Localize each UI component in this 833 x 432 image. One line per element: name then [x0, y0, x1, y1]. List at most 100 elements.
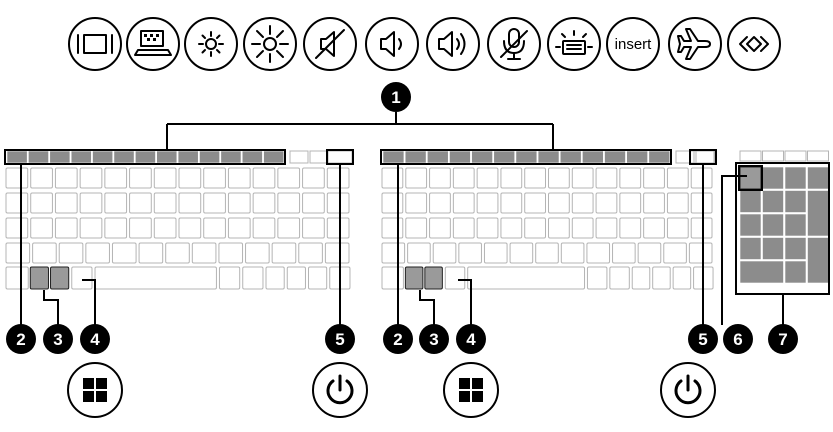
key	[277, 167, 301, 189]
key	[690, 192, 713, 214]
function-key	[559, 150, 582, 164]
key	[242, 266, 264, 290]
key	[302, 167, 325, 189]
callout-leaders	[20, 164, 784, 325]
key	[309, 150, 329, 164]
key	[302, 192, 325, 214]
key	[432, 242, 457, 264]
function-key	[515, 150, 538, 164]
key	[535, 242, 559, 264]
key	[71, 266, 93, 290]
key	[252, 192, 276, 214]
key	[138, 242, 164, 264]
key	[643, 167, 665, 189]
key	[467, 266, 586, 290]
svg-text:5: 5	[335, 330, 344, 349]
function-key	[6, 150, 28, 164]
key	[178, 167, 202, 189]
function-key	[113, 150, 135, 164]
key	[663, 242, 687, 264]
key	[104, 217, 128, 239]
brightness-up-icon	[243, 17, 297, 71]
key	[483, 242, 508, 264]
key	[153, 167, 177, 189]
screen-switch-icon	[68, 17, 122, 71]
key	[784, 150, 807, 162]
key	[30, 217, 53, 239]
key	[79, 192, 103, 214]
highlighted-key	[50, 266, 70, 290]
key	[277, 217, 301, 239]
callout-1: 1	[381, 82, 411, 112]
svg-text:3: 3	[53, 330, 62, 349]
frame-left-fkeys	[4, 149, 286, 165]
callout-3-right: 3	[419, 324, 449, 354]
key	[675, 150, 695, 164]
key	[586, 266, 608, 290]
numpad-key	[739, 190, 762, 213]
mic-mute-icon	[487, 17, 541, 71]
function-key	[199, 150, 220, 164]
function-key	[427, 150, 449, 164]
key	[5, 217, 29, 239]
key	[326, 192, 350, 214]
function-key	[241, 150, 263, 164]
function-key	[471, 150, 493, 164]
function-key	[404, 150, 427, 164]
key	[444, 266, 466, 290]
key	[619, 217, 642, 239]
key	[381, 242, 406, 264]
volume-down-icon	[365, 17, 419, 71]
key	[637, 242, 662, 264]
numpad-key	[762, 190, 784, 213]
keyboard-right	[381, 150, 716, 290]
key	[227, 167, 251, 189]
key	[500, 217, 523, 239]
numpad-key	[739, 237, 762, 260]
callout-4-left: 4	[80, 324, 110, 354]
function-key	[220, 150, 242, 164]
key	[245, 242, 270, 264]
highlighted-key	[424, 266, 443, 290]
key	[548, 192, 570, 214]
key	[429, 192, 451, 214]
key	[85, 242, 110, 264]
diamond-arrows-icon	[727, 17, 781, 71]
key	[165, 242, 190, 264]
key	[203, 167, 226, 189]
highlighted-key	[29, 266, 49, 290]
key	[500, 192, 523, 214]
function-key	[156, 150, 178, 164]
key	[277, 192, 301, 214]
key	[271, 242, 297, 264]
key	[452, 192, 475, 214]
insert-key-icon: insert	[606, 17, 660, 71]
svg-text:6: 6	[733, 330, 742, 349]
svg-text:4: 4	[466, 330, 476, 349]
key	[252, 167, 276, 189]
numpad-key	[807, 237, 829, 284]
key	[500, 167, 523, 189]
bottom-icon-row	[67, 362, 716, 418]
numpad-key	[784, 260, 807, 284]
numpad-key	[739, 260, 784, 284]
numpad-key	[762, 213, 784, 237]
callout-3-left: 3	[43, 324, 73, 354]
key	[5, 266, 29, 290]
key	[807, 150, 829, 162]
function-key	[263, 150, 285, 164]
key	[218, 266, 241, 290]
numpad-key	[784, 190, 807, 213]
power-icon	[312, 362, 368, 418]
key	[476, 217, 499, 239]
callout-badges: 2 3 4 5 2 3 4 5 6 7	[6, 324, 798, 354]
key	[429, 167, 451, 189]
key	[548, 167, 570, 189]
key	[571, 192, 594, 214]
key	[5, 167, 29, 189]
key	[30, 192, 53, 214]
svg-text:2: 2	[16, 330, 25, 349]
key	[289, 150, 309, 164]
key	[762, 150, 784, 162]
key	[54, 167, 78, 189]
